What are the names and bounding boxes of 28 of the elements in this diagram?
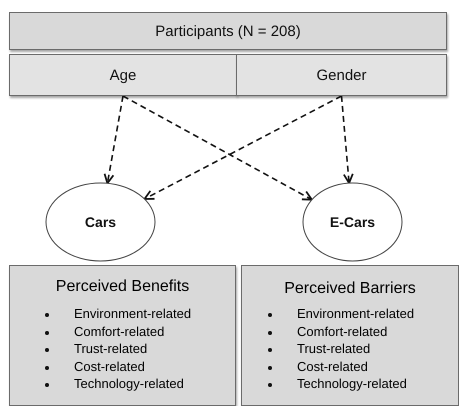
list-item: Environment-related [297, 306, 414, 321]
panel-heading: Perceived Benefits [54, 278, 190, 296]
dashed-arrow [340, 96, 354, 184]
list-item: Technology-related [297, 376, 407, 391]
ellipse-node [45, 182, 156, 262]
node-label: Age [110, 66, 136, 84]
list-item: Comfort-related [74, 324, 164, 338]
dashed-arrow [122, 95, 313, 201]
list-item: Comfort-related [297, 324, 388, 338]
list-item: Technology-related [74, 376, 184, 391]
category-box [9, 54, 237, 96]
list-panel [241, 265, 459, 406]
category-box [236, 54, 447, 96]
list-item: Trust-related [74, 341, 148, 356]
dashed-arrow [144, 95, 342, 200]
node-label: Participants (N = 208) [155, 22, 301, 40]
ellipse-node [302, 182, 403, 262]
node-label: Gender [316, 66, 367, 84]
panel-heading: Perceived Barriers [283, 280, 417, 298]
node-label: E-Cars [330, 214, 376, 230]
list-item: Trust-related [297, 341, 370, 356]
list-panel [9, 265, 236, 406]
dashed-arrow [104, 96, 124, 184]
list-item: Cost-related [297, 358, 368, 374]
list-item: Cost-related [74, 358, 145, 374]
list-item: Environment-related [74, 306, 192, 321]
node-label: Cars [84, 214, 116, 230]
header-box [9, 12, 447, 50]
